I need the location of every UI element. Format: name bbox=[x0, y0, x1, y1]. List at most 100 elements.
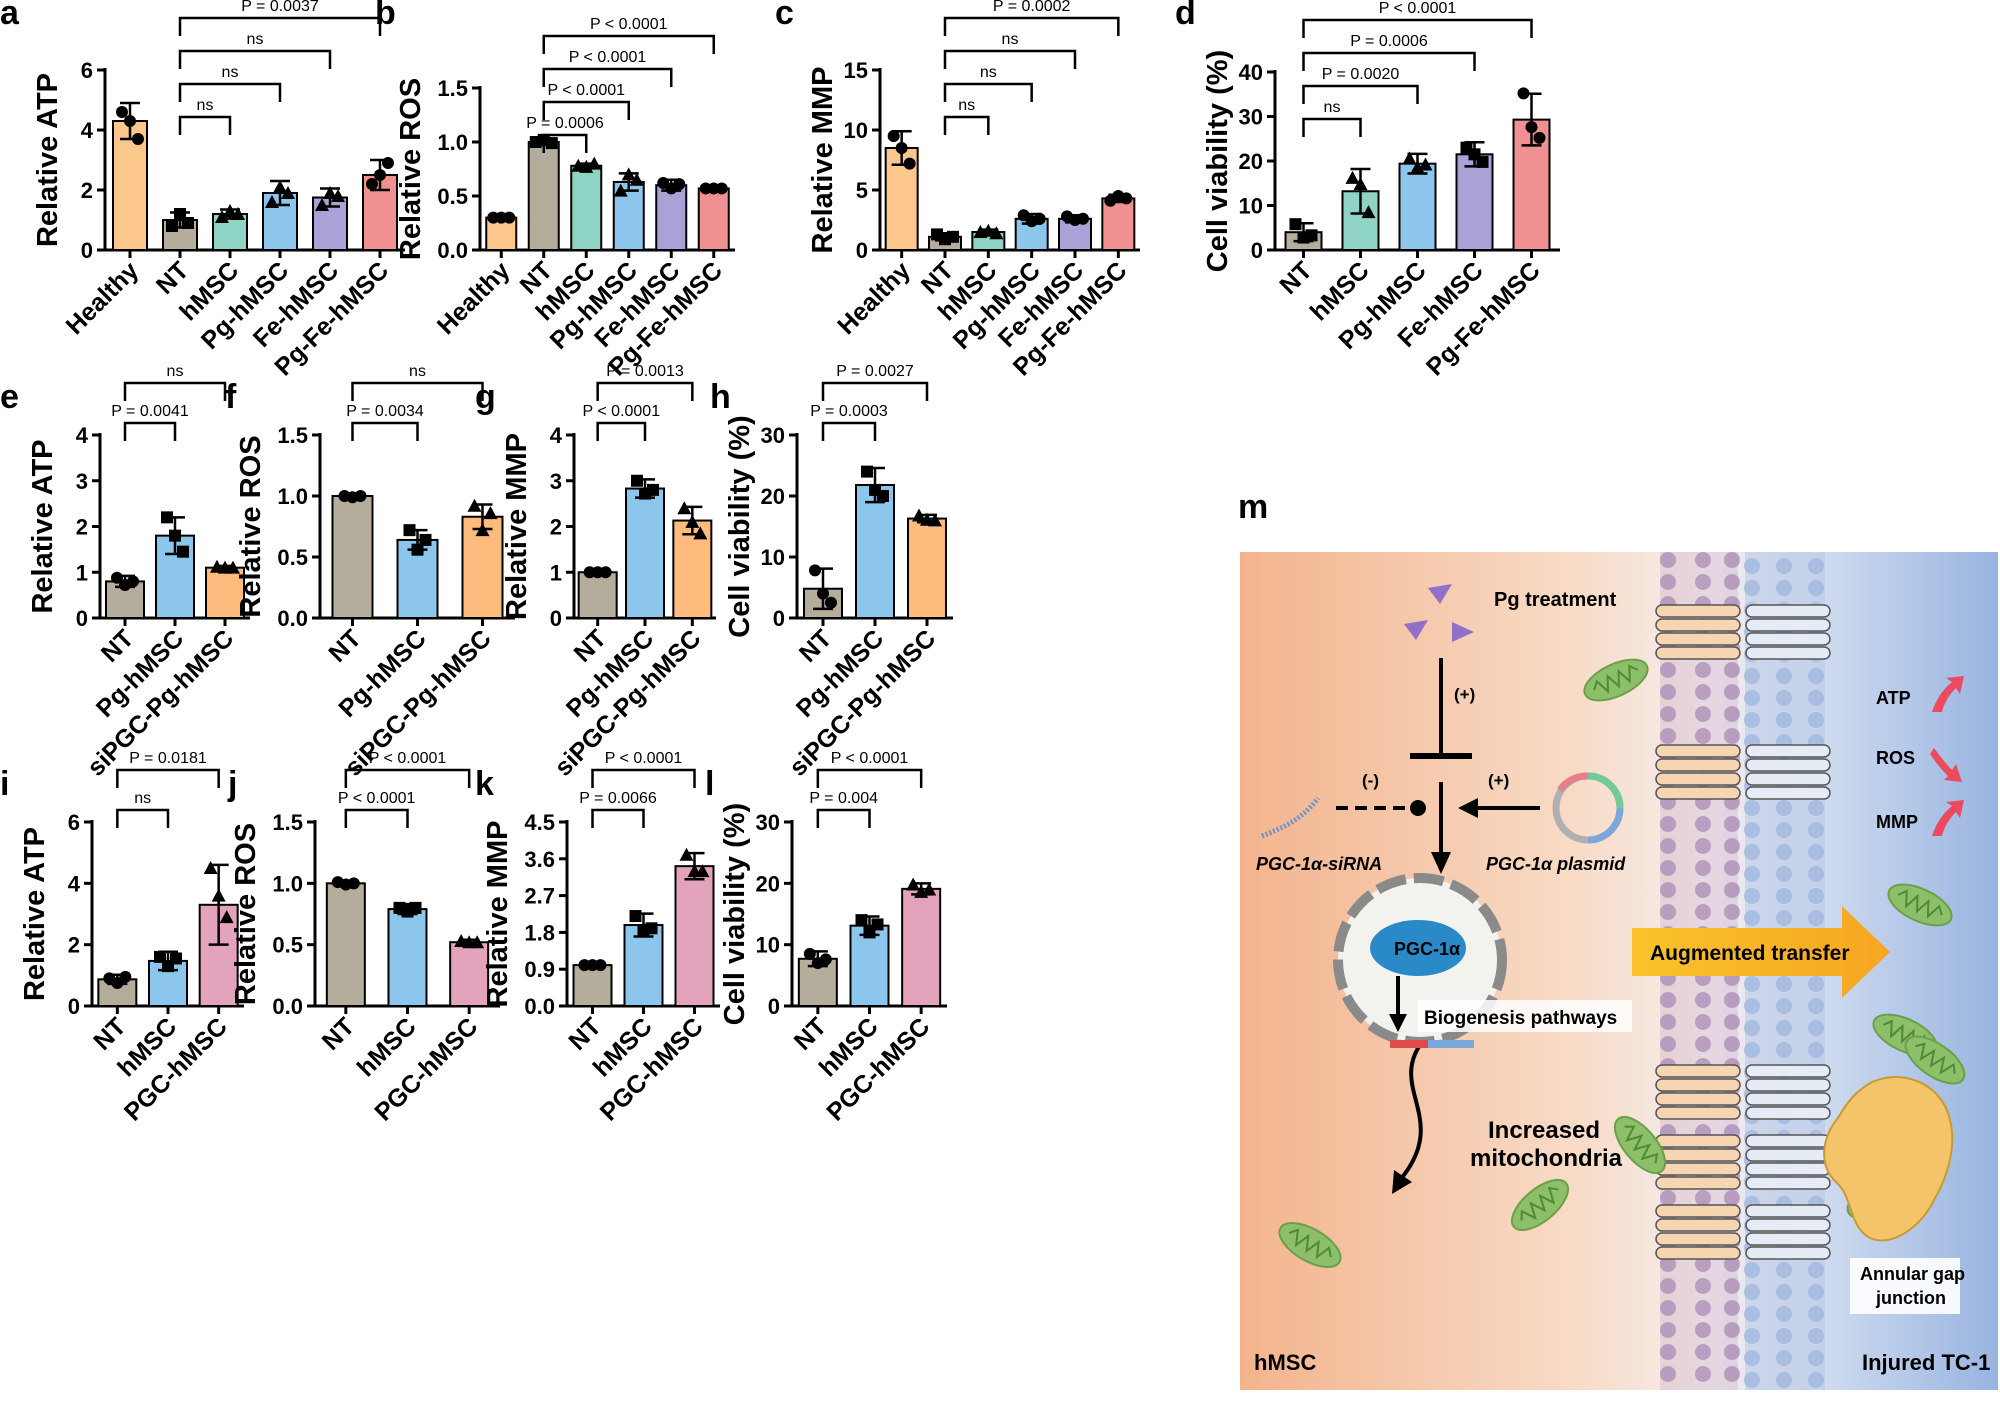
lipid bbox=[1660, 706, 1676, 722]
y-tick-label: 0 bbox=[856, 238, 868, 263]
significance-label: P = 0.004 bbox=[809, 790, 878, 807]
connexon-right bbox=[1745, 618, 1831, 632]
significance-label: P = 0.0013 bbox=[606, 363, 684, 380]
lipid bbox=[1695, 1344, 1711, 1360]
significance-label: ns bbox=[134, 790, 151, 807]
connexon-left bbox=[1655, 646, 1741, 660]
data-point bbox=[219, 910, 234, 924]
significance-label: P = 0.0041 bbox=[111, 403, 189, 420]
significance-label: P = 0.0003 bbox=[810, 403, 888, 420]
lipid bbox=[1660, 1036, 1676, 1052]
y-axis-label: Relative ATP bbox=[19, 827, 51, 1001]
lipid bbox=[1808, 910, 1824, 926]
connexon-left bbox=[1655, 632, 1741, 646]
y-tick-label: 2 bbox=[68, 933, 80, 958]
significance-label: ns bbox=[1324, 99, 1341, 116]
bar bbox=[907, 517, 947, 620]
lipid bbox=[1808, 580, 1824, 596]
significance-bracket bbox=[344, 768, 471, 788]
significance-bracket bbox=[116, 768, 220, 788]
lipid bbox=[1776, 1306, 1792, 1322]
significance-label: P < 0.0001 bbox=[569, 49, 647, 66]
connexon-left bbox=[1655, 758, 1741, 772]
y-tick-label: 2 bbox=[81, 178, 93, 203]
lipid bbox=[1776, 1372, 1792, 1388]
significance-bracket bbox=[542, 34, 715, 54]
connexon-left bbox=[1655, 618, 1741, 632]
data-point bbox=[411, 543, 424, 556]
significance-label: P = 0.0027 bbox=[836, 363, 914, 380]
lipid bbox=[1724, 882, 1740, 898]
significance-label: P = 0.0006 bbox=[1350, 33, 1428, 50]
pathway-arrows bbox=[1336, 658, 1540, 1182]
panel-letter-d: d bbox=[1175, 0, 1196, 32]
y-tick-label: 40 bbox=[1239, 60, 1263, 85]
mitochondrion-body bbox=[1887, 883, 1953, 927]
data-point bbox=[855, 914, 868, 927]
significance-bracket bbox=[821, 421, 877, 441]
mitochondrion-cristae bbox=[1897, 889, 1943, 919]
data-point bbox=[1361, 205, 1376, 219]
significance-bracket bbox=[542, 67, 673, 87]
connexon-right bbox=[1745, 1148, 1831, 1162]
schematic-panel-m: m Pg treatment bbox=[1238, 488, 1998, 1390]
significance-bracket bbox=[344, 808, 409, 828]
lipid bbox=[1724, 728, 1740, 744]
data-point bbox=[715, 182, 728, 195]
data-point bbox=[621, 167, 636, 181]
bar bbox=[625, 487, 665, 619]
data-point bbox=[483, 506, 498, 520]
connexon-left bbox=[1655, 1162, 1741, 1176]
x-tick-label: NT bbox=[1274, 256, 1317, 299]
lipid bbox=[1724, 1278, 1740, 1294]
bar bbox=[1101, 197, 1136, 251]
lipid bbox=[1695, 662, 1711, 678]
data-point bbox=[132, 133, 144, 145]
connexon-right bbox=[1745, 1064, 1831, 1078]
x-tick-label: NT bbox=[789, 1012, 832, 1055]
significance-label: P < 0.0001 bbox=[590, 16, 668, 33]
mitochondrion-icon bbox=[1510, 1178, 1570, 1232]
ros-indicator-label: ROS bbox=[1876, 748, 1915, 768]
bar bbox=[325, 882, 366, 1007]
y-tick-label: 0.0 bbox=[524, 994, 555, 1019]
lipid bbox=[1724, 1036, 1740, 1052]
lipid bbox=[1695, 1366, 1711, 1382]
bar bbox=[387, 908, 428, 1007]
lipid bbox=[1724, 1366, 1740, 1382]
lipid bbox=[1776, 888, 1792, 904]
panel-letter-c: c bbox=[775, 0, 794, 32]
y-tick-label: 0 bbox=[68, 994, 80, 1019]
mitochondrion-body bbox=[1904, 1035, 1966, 1085]
lipid bbox=[1776, 844, 1792, 860]
lipid bbox=[1695, 1190, 1711, 1206]
x-tick-label: Healthy bbox=[432, 256, 516, 340]
data-point bbox=[545, 137, 558, 150]
significance-bracket bbox=[178, 82, 282, 102]
y-tick-label: 4.5 bbox=[524, 810, 555, 835]
lipid bbox=[1724, 574, 1740, 590]
pathway-arrowheads bbox=[1392, 798, 1478, 1194]
y-tick-label: 20 bbox=[756, 871, 780, 896]
y-tick-label: 1.5 bbox=[277, 423, 308, 448]
lipid bbox=[1776, 1042, 1792, 1058]
lipid bbox=[1776, 1262, 1792, 1278]
bar bbox=[572, 964, 613, 1007]
lipid bbox=[1724, 992, 1740, 1008]
y-axis-label: Cell viability (%) bbox=[1202, 50, 1234, 272]
data-point bbox=[817, 587, 829, 600]
significance-bracket bbox=[943, 115, 990, 135]
connexon-left bbox=[1655, 1078, 1741, 1092]
data-point bbox=[887, 130, 900, 142]
lipid bbox=[1808, 998, 1824, 1014]
panel-letter-i: i bbox=[0, 765, 9, 803]
sirna-icon bbox=[1261, 796, 1321, 839]
significance-label: P = 0.0066 bbox=[579, 790, 657, 807]
significance-label: P < 0.0001 bbox=[1379, 0, 1457, 17]
significance-bracket bbox=[116, 808, 170, 828]
lipid bbox=[1744, 844, 1760, 860]
